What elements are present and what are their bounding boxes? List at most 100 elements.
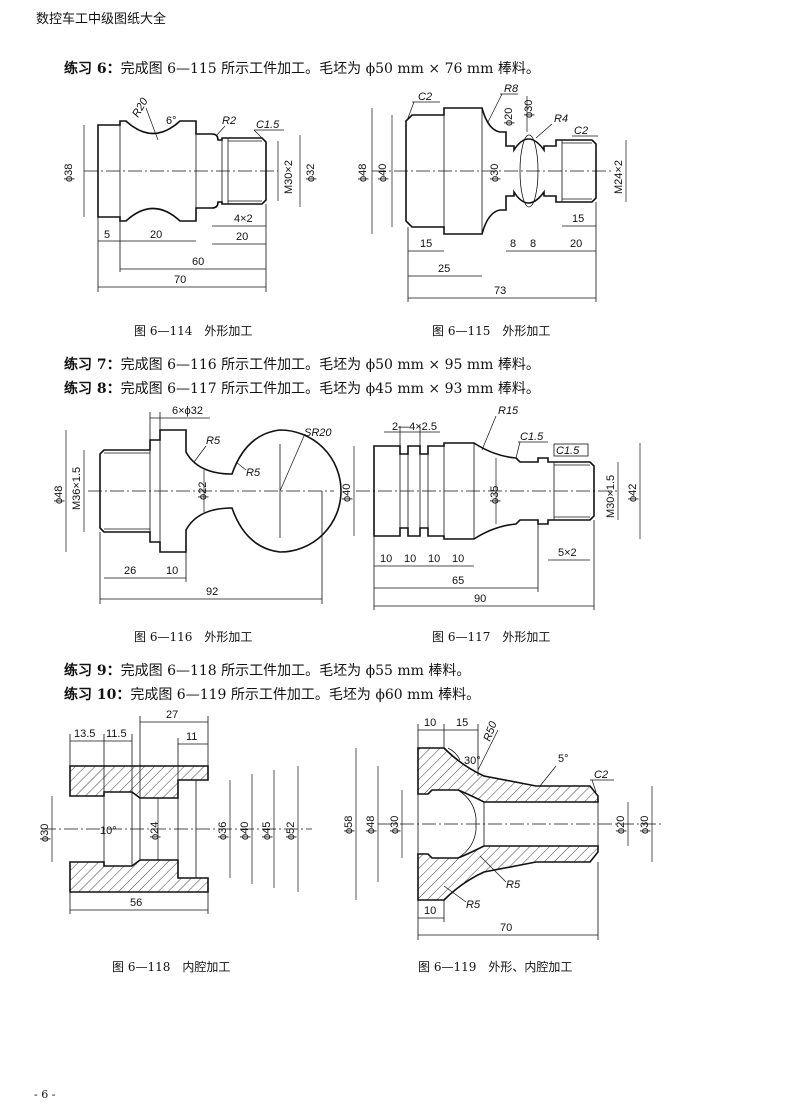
dim-label: 73: [494, 285, 506, 297]
dim-label: ϕ30: [523, 100, 535, 118]
dim-label: 20: [236, 231, 248, 243]
page-number: - 6 -: [34, 1088, 56, 1101]
exercise-text: 完成图 6—115 所示工件加工。毛坯为 ϕ50 mm × 76 mm 棒料。: [120, 61, 540, 77]
dim-label: 15: [572, 213, 584, 225]
dim-label: ϕ40: [239, 822, 251, 840]
dim-label: 2—4×2.5: [392, 421, 437, 433]
dim-label: ϕ38: [63, 164, 75, 182]
dim-label: 10: [166, 565, 178, 577]
dim-label: 65: [452, 575, 464, 587]
dim-label: ϕ48: [53, 486, 65, 504]
dim-label: C2: [594, 769, 608, 781]
dim-label: 92: [206, 586, 218, 598]
dim-label: ϕ24: [149, 822, 161, 840]
dim-label: 10: [424, 717, 436, 729]
dim-label: C1.5: [520, 431, 544, 443]
dim-label: 90: [474, 593, 486, 605]
dim-label: R5: [466, 899, 481, 911]
exercise-text: 完成图 6—118 所示工件加工。毛坯为 ϕ55 mm 棒料。: [120, 663, 471, 679]
dim-label: ϕ52: [285, 822, 297, 840]
dim-label: ϕ48: [357, 164, 369, 182]
dim-label: R5: [246, 467, 261, 479]
dim-label: 27: [166, 709, 178, 721]
dim-label: R20: [130, 95, 151, 119]
exercise-text: 完成图 6—119 所示工件加工。毛坯为 ϕ60 mm 棒料。: [130, 687, 481, 703]
dim-label: 70: [174, 274, 186, 286]
caption-fig-117: 图 6—117 外形加工: [432, 630, 551, 644]
dim-label: ϕ30: [489, 164, 501, 182]
dim-label: R5: [206, 435, 221, 447]
dim-label: 10: [452, 553, 464, 565]
exercise-8: 练习 8：完成图 6—117 所示工件加工。毛坯为 ϕ45 mm × 93 mm…: [64, 378, 540, 398]
fig-119-drawing: 10 15 R50 30° 5° C2 ϕ58 ϕ48 ϕ30 ϕ20 ϕ30 …: [343, 717, 664, 940]
dim-label: C2: [418, 91, 432, 103]
exercise-10: 练习 10：完成图 6—119 所示工件加工。毛坯为 ϕ60 mm 棒料。: [64, 684, 480, 704]
dim-label: 70: [500, 922, 512, 934]
dim-label: M30×1.5: [605, 475, 617, 518]
dim-label: C2: [574, 125, 588, 137]
dim-label: 30°: [464, 755, 481, 767]
dim-label: M30×2: [283, 160, 295, 194]
fig-116-drawing: ϕ48 M36×1.5 ϕ22 6×ϕ32 R5 R5 SR20 26 10 9…: [53, 405, 342, 604]
caption-fig-116: 图 6—116 外形加工: [134, 630, 253, 644]
dim-label: ϕ48: [365, 816, 377, 834]
running-header: 数控车工中级图纸大全: [36, 12, 167, 27]
dim-label: 5°: [558, 753, 569, 765]
dim-label: ϕ20: [615, 816, 627, 834]
dim-label: ϕ32: [305, 164, 317, 182]
dim-label: ϕ58: [343, 816, 355, 834]
dim-label: 15: [456, 717, 468, 729]
dim-label: SR20: [304, 427, 332, 439]
dim-label: M36×1.5: [71, 467, 83, 510]
dim-label: C1.5: [256, 119, 280, 131]
dim-label: C1.5: [556, 445, 580, 457]
dim-label: 20: [150, 229, 162, 241]
dim-label: 4×2: [234, 213, 253, 225]
dim-label: 20: [570, 238, 582, 250]
caption-fig-119: 图 6—119 外形、内腔加工: [418, 960, 573, 974]
dim-label: ϕ42: [627, 484, 639, 502]
dim-label: ϕ30: [39, 824, 51, 842]
dim-label: 10: [380, 553, 392, 565]
dim-label: 5×2: [558, 547, 577, 559]
caption-fig-115: 图 6—115 外形加工: [432, 324, 551, 338]
exercise-label: 练习 7：: [64, 357, 121, 373]
exercise-7: 练习 7：完成图 6—116 所示工件加工。毛坯为 ϕ50 mm × 95 mm…: [64, 354, 540, 374]
dim-label: R2: [222, 115, 236, 127]
dim-label: 10: [404, 553, 416, 565]
exercise-label: 练习 9：: [64, 663, 121, 679]
dim-label: R15: [498, 405, 519, 417]
dim-label: R8: [504, 83, 519, 95]
dim-label: ϕ40: [377, 164, 389, 182]
fig-114-drawing: ϕ38 ϕ32 M30×2 R20 6° R2 C1.5 4×2 5 20 20…: [63, 95, 317, 292]
dim-label: 26: [124, 565, 136, 577]
dim-label: 11.5: [106, 728, 127, 740]
fig-118-drawing: 27 13.5 11.5 11 ϕ30 10° ϕ24 ϕ36 ϕ40 ϕ45 …: [39, 709, 312, 914]
dim-label: ϕ35: [489, 486, 501, 504]
dim-label: ϕ20: [503, 108, 515, 126]
dim-label: 13.5: [74, 728, 95, 740]
dim-label: 60: [192, 256, 204, 268]
dim-label: 25: [438, 263, 450, 275]
dim-label: ϕ22: [197, 482, 209, 500]
dim-label: 8: [530, 238, 536, 250]
dim-label: ϕ45: [261, 822, 273, 840]
dim-label: ϕ40: [341, 484, 353, 502]
dim-label: ϕ36: [217, 822, 229, 840]
fig-117-drawing: ϕ40 ϕ35 M30×1.5 ϕ42 2—4×2.5 R15 C1.5 C1.…: [341, 405, 641, 610]
caption-fig-114: 图 6—114 外形加工: [134, 324, 253, 338]
dim-label: R4: [554, 113, 568, 125]
dim-label: R5: [506, 879, 521, 891]
dim-label: 6×ϕ32: [172, 405, 203, 417]
dim-label: 6°: [166, 115, 177, 127]
dim-label: 10: [428, 553, 440, 565]
dim-label: 5: [104, 229, 110, 241]
dim-label: 10°: [100, 825, 117, 837]
exercise-6: 练习 6：完成图 6—115 所示工件加工。毛坯为 ϕ50 mm × 76 mm…: [64, 58, 540, 78]
dim-label: ϕ30: [389, 816, 401, 834]
dim-label: ϕ30: [639, 816, 651, 834]
dim-label: 56: [130, 897, 142, 909]
exercise-9: 练习 9：完成图 6—118 所示工件加工。毛坯为 ϕ55 mm 棒料。: [64, 660, 470, 680]
exercise-text: 完成图 6—116 所示工件加工。毛坯为 ϕ50 mm × 95 mm 棒料。: [120, 357, 540, 373]
